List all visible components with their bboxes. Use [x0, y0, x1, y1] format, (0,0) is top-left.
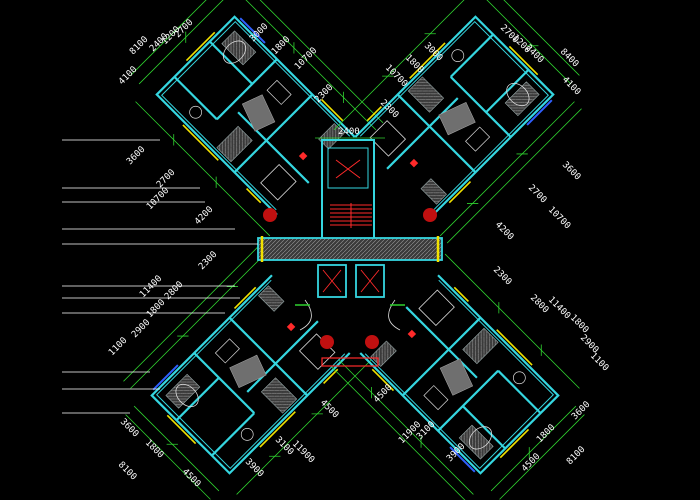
dimension-label: 2700 [173, 18, 195, 40]
dim-center: 2400 [338, 127, 360, 137]
central-core [257, 139, 443, 367]
dimension-label: 2300 [491, 265, 513, 287]
dimension-label: 4200 [193, 205, 215, 227]
dimension-label: 8100 [565, 445, 587, 467]
dimension-label: 4500 [520, 452, 542, 474]
wing-top-right [330, 0, 599, 245]
dimension-label: 10700 [145, 186, 171, 212]
annotation-leaders [62, 139, 258, 414]
dimension-label: 2300 [197, 250, 219, 272]
dimension-label: 3600 [125, 145, 147, 167]
dimension-label: 8100 [116, 460, 138, 482]
dimension-label: 8100 [128, 35, 150, 57]
dimension-label: 4500 [372, 383, 394, 405]
dimension-label: 2800 [528, 293, 550, 315]
dimension-label: 2300 [378, 98, 400, 120]
dimension-label: 1800 [403, 53, 425, 75]
dimension-label: 10700 [293, 46, 319, 72]
dimension-label: 2800 [163, 280, 185, 302]
dimension-label: 1800 [143, 438, 165, 460]
dimension-label: 2700 [526, 183, 548, 205]
dimension-label: 8400 [558, 47, 580, 69]
dimension-label: 3900 [243, 457, 265, 479]
dimension-label: 1800 [145, 298, 167, 320]
dimension-label: 1800 [568, 313, 590, 335]
dimension-label: 3600 [570, 400, 592, 422]
dimension-label: 11400 [138, 274, 164, 300]
dimension-label: 1800 [270, 35, 292, 57]
dimension-label: 4100 [117, 65, 139, 87]
dimension-label: 1100 [107, 336, 129, 358]
dimension-label: 1100 [588, 351, 610, 373]
dimension-label: 3600 [118, 417, 140, 439]
wing-bottom-right [330, 250, 599, 500]
dimension-label: 1800 [535, 423, 557, 445]
dimension-label: 4200 [493, 220, 515, 242]
dimension-label: 11900 [290, 439, 316, 465]
dimension-label: 2700 [155, 168, 177, 190]
dimension-label: 4500 [318, 398, 340, 420]
dimension-label: 10700 [546, 205, 572, 231]
dimension-label: 2900 [130, 318, 152, 340]
dimension-label: 4100 [560, 75, 582, 97]
dimension-label: 3600 [560, 160, 582, 182]
